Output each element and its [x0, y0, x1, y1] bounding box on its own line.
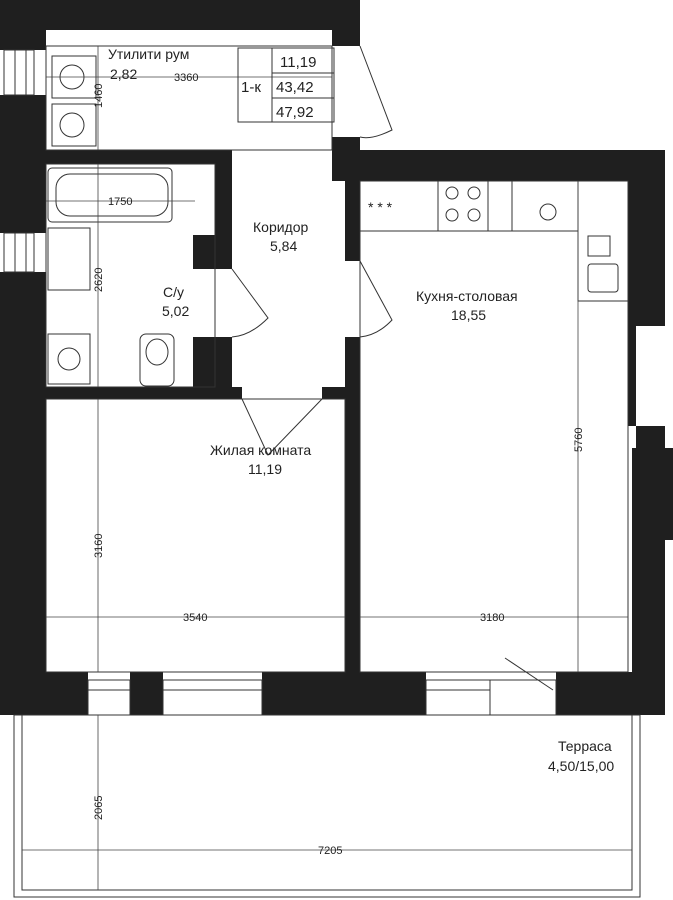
dim-bath-width: 1750 — [108, 196, 132, 208]
bath-washing-machine-drum — [57, 347, 81, 371]
toilet-bowl — [145, 338, 169, 366]
door-kitchen — [359, 260, 393, 338]
wall-bath-right-jog — [193, 235, 232, 269]
apartment-type: 1-к — [241, 79, 261, 96]
bathroom-area: 5,02 — [162, 303, 189, 319]
windows — [3, 49, 557, 716]
wall-top-right-step — [332, 30, 360, 46]
dim-kitchen-height: 5760 — [573, 428, 585, 452]
dim-terrace-height: 2065 — [93, 796, 105, 820]
corridor-name: Коридор — [253, 219, 309, 235]
corridor-area: 5,84 — [270, 238, 297, 254]
burner — [467, 208, 481, 222]
wall-left-mid — [0, 95, 46, 233]
dim-utility-width: 3360 — [174, 72, 198, 84]
wall-top-upper — [0, 0, 360, 30]
wall-right-mid — [628, 326, 636, 426]
terrace — [13, 714, 641, 898]
window-kitchen — [425, 679, 491, 716]
living-area-value: 11,19 — [280, 54, 316, 71]
wall-bath-right — [215, 150, 232, 235]
wall-living-top-left — [46, 387, 242, 399]
kitchen-area: 18,55 — [451, 307, 486, 323]
wall-bath-right-low — [193, 337, 232, 387]
burner — [467, 186, 481, 200]
counter-right — [577, 180, 629, 302]
dim-bath-height: 2620 — [93, 268, 105, 292]
terrace-area: 4,50/15,00 — [548, 758, 614, 774]
burner — [445, 208, 459, 222]
window-utility — [3, 49, 35, 96]
dim-utility-height: 1460 — [93, 84, 105, 108]
window-living-2 — [162, 679, 263, 716]
counter-mid — [487, 180, 513, 232]
door-bathroom — [231, 268, 269, 338]
fixtures: * * * — [47, 55, 629, 387]
doors — [231, 45, 393, 456]
bathtub-icon — [47, 167, 173, 223]
living-area: 11,19 — [248, 461, 282, 477]
toilet-icon — [139, 333, 175, 387]
total-area-value: 47,92 — [276, 104, 314, 121]
wall-right-column — [632, 448, 673, 540]
bath-washing-machine-icon — [47, 333, 91, 385]
room-labels: Утилити рум 2,82 Коридор 5,84 С/у 5,02 К… — [108, 46, 614, 774]
dryer-icon — [51, 103, 97, 147]
dimension-labels: 3360 1460 1750 2620 3160 3540 3180 5760 … — [93, 72, 585, 857]
kitchen-name: Кухня-столовая — [416, 288, 518, 304]
dim-living-height: 3160 — [93, 534, 105, 558]
cooktop-icon — [437, 180, 489, 232]
wall-bottom-2 — [130, 672, 163, 715]
dim-kitchen-width: 3180 — [480, 612, 504, 624]
wall-top-left-step — [0, 30, 46, 46]
wall-corridor-kitchen-upper — [345, 181, 360, 261]
walls — [0, 0, 673, 715]
dishwasher-dial — [539, 203, 557, 221]
wall-bottom-4 — [556, 672, 665, 715]
utility-name: Утилити рум — [108, 46, 189, 62]
summary-table: 1-к 11,19 43,42 47,92 — [237, 47, 335, 123]
wall-bath-top — [46, 150, 232, 164]
dim-living-width: 3540 — [183, 612, 207, 624]
wall-kitchen-top — [360, 150, 665, 181]
terrace-outline — [13, 714, 641, 898]
door-entrance — [359, 45, 393, 139]
window-bathroom — [3, 232, 35, 273]
dryer-drum — [59, 112, 85, 138]
wall-left-top — [0, 46, 46, 50]
door-terrace — [489, 679, 557, 716]
wall-corridor-top-jog — [332, 137, 360, 181]
wall-right-upper — [628, 181, 665, 326]
summary-table-frame — [237, 47, 335, 123]
living-outline — [45, 398, 346, 673]
dishwasher-icon — [511, 180, 579, 232]
door-living — [241, 398, 323, 456]
wall-bottom-3 — [262, 672, 426, 715]
window-living-1 — [87, 679, 131, 716]
wall-living-top-right — [322, 387, 348, 399]
bathtub-inner — [55, 173, 169, 217]
drain-rack-icon — [587, 235, 611, 257]
terrace-name: Терраса — [558, 738, 612, 754]
dimension-lines — [22, 46, 632, 890]
dim-terrace-width: 7205 — [318, 845, 342, 857]
wall-left-lower — [0, 272, 46, 672]
wall-living-kitchen — [345, 337, 360, 672]
cooktop-burners-icon: * * * — [368, 199, 393, 215]
living-name: Жилая комната — [210, 442, 311, 458]
bathroom-name: С/у — [163, 284, 184, 300]
wall-right-notch — [636, 426, 665, 448]
burner — [445, 186, 459, 200]
sink-icon — [47, 227, 91, 291]
counter-left — [359, 180, 439, 232]
terrace-inner — [21, 714, 633, 891]
utility-area: 2,82 — [110, 66, 137, 82]
bathroom-outline — [45, 163, 216, 388]
kitchen-sink-icon — [587, 263, 619, 293]
door-terrace-swing — [504, 657, 554, 691]
living-total-value: 43,42 — [276, 79, 314, 96]
wall-bottom-1 — [0, 672, 88, 715]
